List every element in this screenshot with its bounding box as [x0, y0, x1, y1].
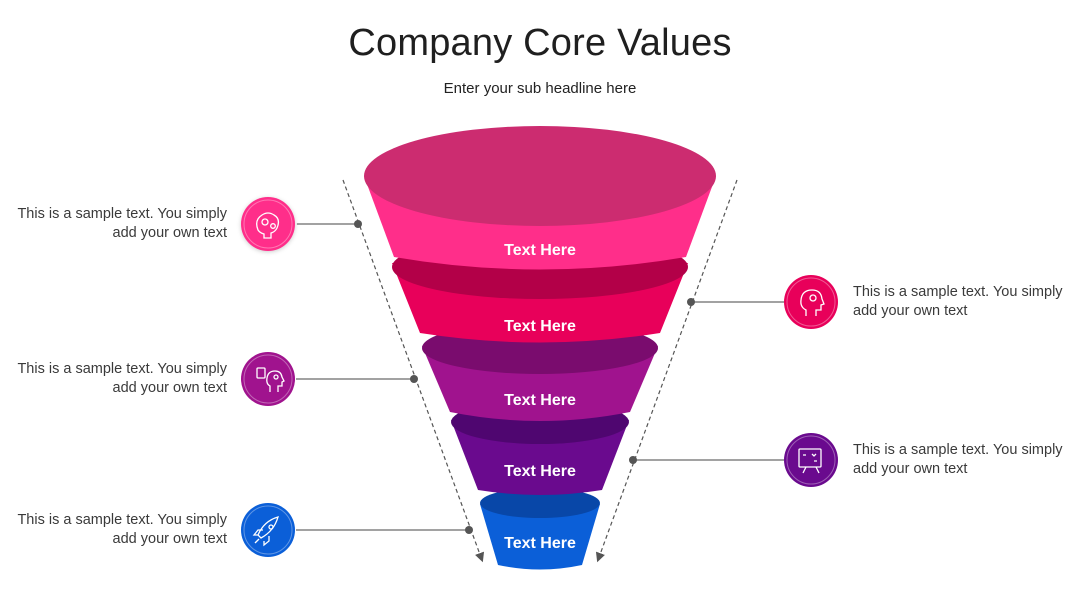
- funnel-level-2-label: Text Here: [504, 318, 576, 335]
- left-connector-3: [296, 526, 473, 534]
- funnel-level-3-label: Text Here: [504, 392, 576, 409]
- funnel-level-1-label: Text Here: [504, 242, 576, 259]
- right-guide-line: [595, 179, 738, 563]
- strategy-board-icon: [784, 433, 838, 487]
- rocket-icon: [241, 503, 295, 557]
- right-connector-2: [629, 456, 784, 464]
- right-callout-text-1: This is a sample text. You simply add yo…: [853, 284, 1063, 319]
- left-callout-text-1: This is a sample text. You simply add yo…: [17, 206, 227, 241]
- left-connector-2: [296, 375, 418, 383]
- left-callout-text-3: This is a sample text. You simply add yo…: [17, 512, 227, 547]
- brain-gears-icon: [239, 195, 297, 253]
- head-thinking-icon: [784, 275, 838, 329]
- page-subtitle: Enter your sub headline here: [443, 80, 637, 97]
- left-guide-line: [342, 179, 485, 563]
- funnel-level-5-label: Text Here: [504, 535, 576, 552]
- funnel-level-4-label: Text Here: [504, 463, 576, 480]
- left-callout-text-2: This is a sample text. You simply add yo…: [17, 361, 227, 396]
- funnel-level-1: Text Here: [364, 126, 716, 270]
- funnel-level-5: Text Here: [480, 488, 600, 570]
- page-title: Company Core Values: [348, 22, 732, 64]
- right-callout-text-2: This is a sample text. You simply add yo…: [853, 442, 1063, 477]
- head-ideas-icon: [241, 352, 295, 406]
- right-connector-1: [687, 298, 784, 306]
- left-connector-1: [296, 220, 362, 228]
